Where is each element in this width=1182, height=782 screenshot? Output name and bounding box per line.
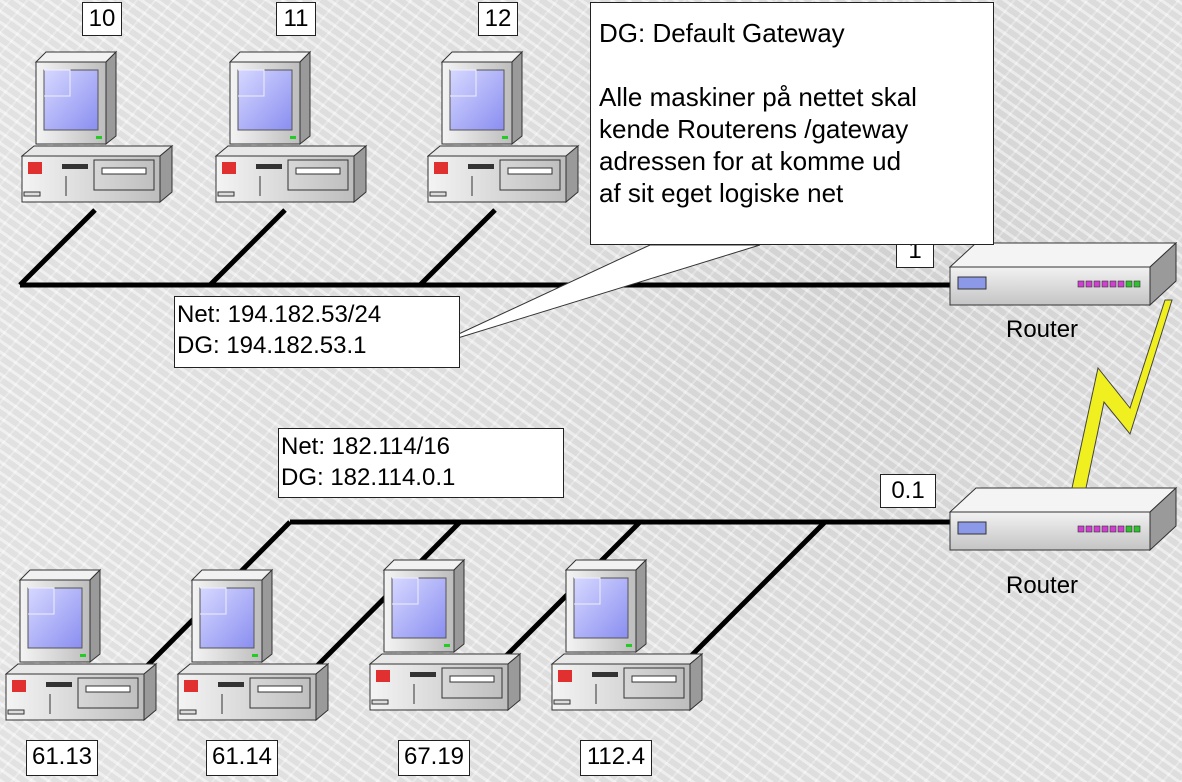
pc-label-67-19: 67.19 <box>398 740 470 776</box>
router-label-bottom: Router <box>1006 572 1079 599</box>
pc-12 <box>427 51 579 203</box>
pc-label-112-4: 112.4 <box>580 740 652 776</box>
pc-label-12: 12 <box>478 2 518 36</box>
pc-label-61-13: 61.13 <box>26 740 98 776</box>
top-network-bus <box>18 208 955 288</box>
pc-label-61-14: 61.14 <box>206 740 278 776</box>
pc-10 <box>21 51 173 203</box>
bottom-net-label: Net: 182.114/16 DG: 182.114.0.1 <box>278 428 564 498</box>
wan-link-bolt <box>1071 299 1173 489</box>
pc-label-10: 10 <box>82 2 122 36</box>
default-gateway-note: DG: Default Gateway Alle maskiner på net… <box>590 2 994 245</box>
note-line-1: Alle maskiner på nettet skal <box>599 82 917 112</box>
note-line-2: kende Routerens /gateway <box>599 114 909 144</box>
pc-67-19 <box>369 559 521 711</box>
top-net-label: Net: 194.182.53/24 DG: 194.182.53.1 <box>174 296 460 368</box>
router-port-label-bottom: 0.1 <box>880 474 936 508</box>
note-title: DG: Default Gateway <box>599 18 845 48</box>
bottom-net-gateway: DG: 182.114.0.1 <box>281 464 456 491</box>
top-net-address: Net: 194.182.53/24 <box>177 301 382 328</box>
pc-61-14 <box>177 569 329 721</box>
pc-label-11: 11 <box>276 2 316 36</box>
pc-11 <box>215 51 367 203</box>
note-line-4: af sit eget logiske net <box>599 178 844 208</box>
note-line-3: adressen for at komme ud <box>599 146 902 176</box>
bottom-network-bus <box>143 519 955 670</box>
callout-pointer <box>434 244 761 346</box>
pc-61-13 <box>5 569 157 721</box>
pc-112-4 <box>551 559 703 711</box>
router-bottom <box>949 487 1177 551</box>
top-net-gateway: DG: 194.182.53.1 <box>177 332 367 359</box>
router-top <box>949 242 1177 306</box>
bottom-net-address: Net: 182.114/16 <box>281 433 451 460</box>
router-label-top: Router <box>1006 316 1079 343</box>
